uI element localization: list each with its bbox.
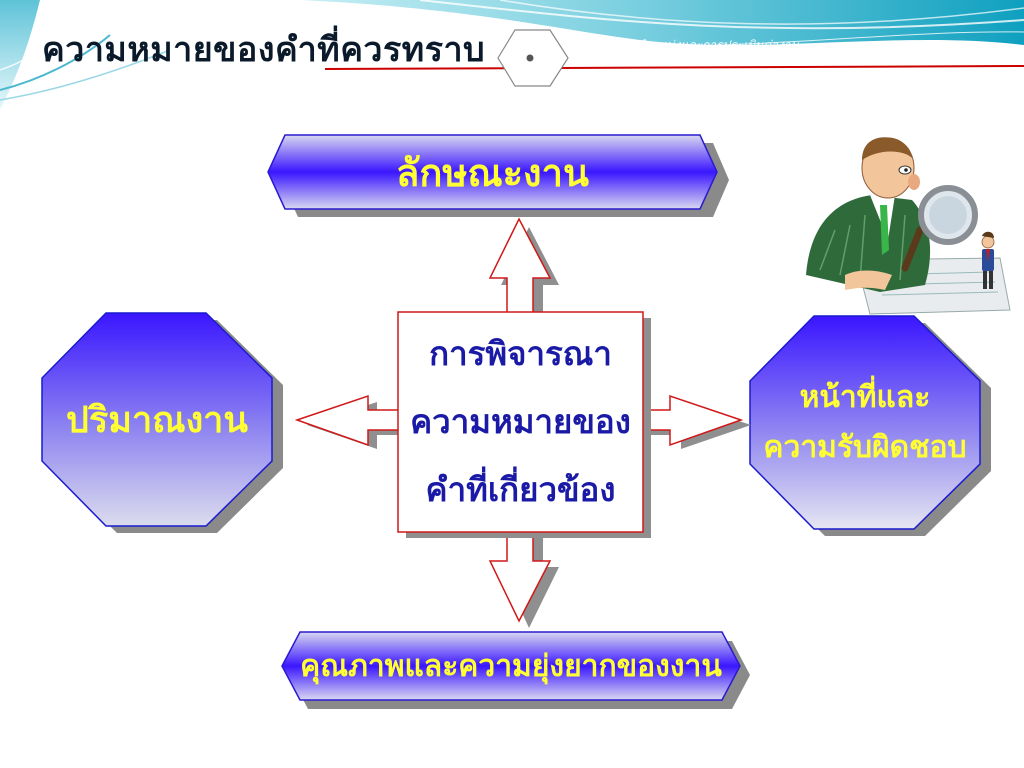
slide-subtitle: การกำหนดตำแหน่งและการประเมินค่างาน: [578, 38, 799, 52]
top-box: [267, 134, 718, 210]
left-octagon: [41, 312, 273, 527]
center-box-label: การพิจารณา ความหมายของ คำที่เกี่ยวข้อง: [398, 312, 643, 532]
right-box-label-line1: หน้าที่และ: [799, 379, 931, 415]
slide-title: ความหมายของคำที่ควรทราบ: [42, 30, 486, 70]
inspector-with-magnifier-icon: [806, 137, 1011, 315]
center-line-3: คำที่เกี่ยวข้อง: [425, 470, 616, 509]
arrow-right: [639, 394, 744, 447]
left-box-label: ปริมาณงาน: [66, 399, 248, 441]
right-box-label-line2: ความรับผิดชอบ: [763, 429, 967, 465]
bottom-box-label: คุณภาพและความยุ่งยากของงาน: [300, 648, 722, 684]
right-octagon: [749, 315, 981, 530]
center-box: [397, 311, 644, 533]
bottom-box: [281, 631, 741, 701]
arrow-left: [294, 394, 401, 447]
right-box-label: หน้าที่และ ความรับผิดชอบ: [750, 316, 980, 529]
center-line-1: การพิจารณา: [429, 334, 612, 373]
top-box-label: ลักษณะงาน: [396, 149, 589, 195]
center-line-2: ความหมายของ: [410, 402, 631, 441]
